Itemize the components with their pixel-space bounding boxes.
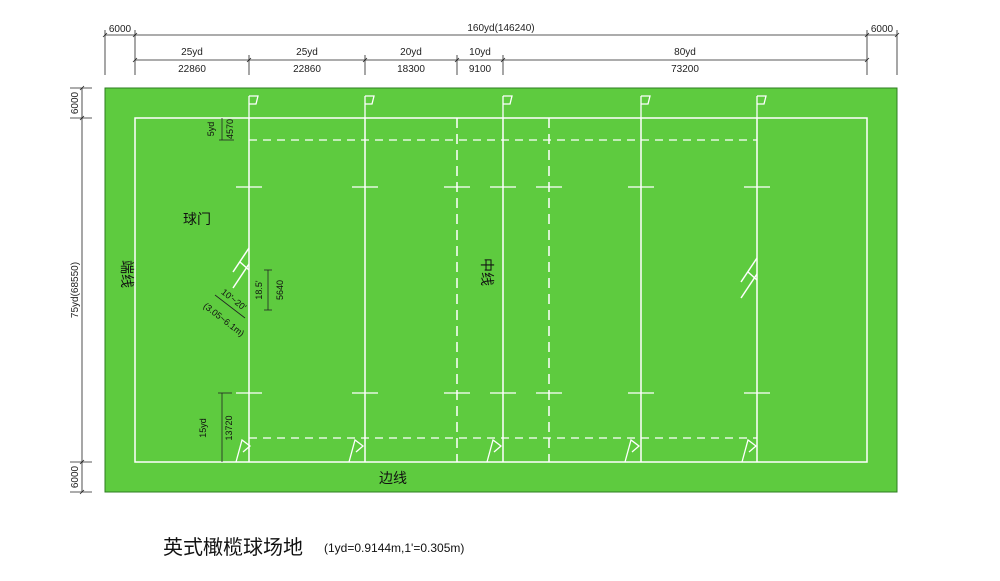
flag-icon — [364, 95, 375, 118]
top-dimension-lines — [102, 30, 900, 75]
dim-seg-4-mm: 9100 — [469, 64, 492, 75]
label-center-line: 中线 — [478, 258, 494, 286]
dim-seg-2-yd: 25yd — [296, 47, 318, 58]
dim-seg-4-yd: 10yd — [469, 47, 491, 58]
dim-vertical-total: 75yd(68550) — [70, 262, 81, 318]
flag-icon — [624, 438, 641, 463]
dim-seg-5-yd: 80yd — [674, 47, 696, 58]
dim-seg-2-mm: 22860 — [293, 64, 321, 75]
label-15yd: 15yd — [198, 418, 208, 438]
flag-icon — [741, 438, 758, 463]
label-5yd: 5yd — [206, 122, 216, 137]
left-dimension-lines — [70, 85, 92, 495]
five-yard-dashed-lines — [249, 139, 757, 439]
flag-icon — [248, 95, 259, 118]
dim-total-length: 160yd(146240) — [467, 23, 534, 34]
label-end-line: 端线 — [118, 260, 134, 288]
label-post-width: 5640 — [275, 280, 285, 300]
field-boundary — [134, 117, 868, 463]
flag-icon — [235, 438, 252, 463]
dim-right-margin: 6000 — [871, 24, 894, 35]
dim-bottom-margin: 6000 — [70, 465, 81, 488]
flag-icon — [486, 438, 503, 463]
label-goal: 球门 — [183, 212, 211, 228]
field-lines — [248, 118, 758, 462]
label-5yd-mm: 4570 — [225, 119, 235, 139]
interior-dimension-lines — [214, 118, 272, 462]
label-15yd-mm: 13720 — [224, 415, 234, 440]
flags-bottom — [235, 438, 758, 463]
dim-seg-3-yd: 20yd — [400, 47, 422, 58]
caption-title: 英式橄榄球场地 — [163, 535, 303, 559]
caption-note: (1yd=0.9144m,1'=0.305m) — [324, 541, 464, 555]
dim-top-margin: 6000 — [70, 91, 81, 114]
dim-left-margin: 6000 — [109, 24, 132, 35]
flag-icon — [502, 95, 513, 118]
dim-seg-1-yd: 25yd — [181, 47, 203, 58]
dim-seg-1-mm: 22860 — [178, 64, 206, 75]
fifteen-yard-ticks — [236, 186, 770, 394]
flags-top — [248, 95, 767, 118]
flag-icon — [348, 438, 365, 463]
flag-icon — [640, 95, 651, 118]
field-surface — [104, 87, 898, 493]
label-side-line: 边线 — [379, 471, 407, 487]
flag-icon — [756, 95, 767, 118]
label-post-height: 18.5' — [254, 280, 264, 300]
dim-seg-5-mm: 73200 — [671, 64, 699, 75]
goal-post-right — [740, 257, 758, 299]
goal-post-left — [232, 247, 250, 289]
dim-seg-3-mm: 18300 — [397, 64, 425, 75]
